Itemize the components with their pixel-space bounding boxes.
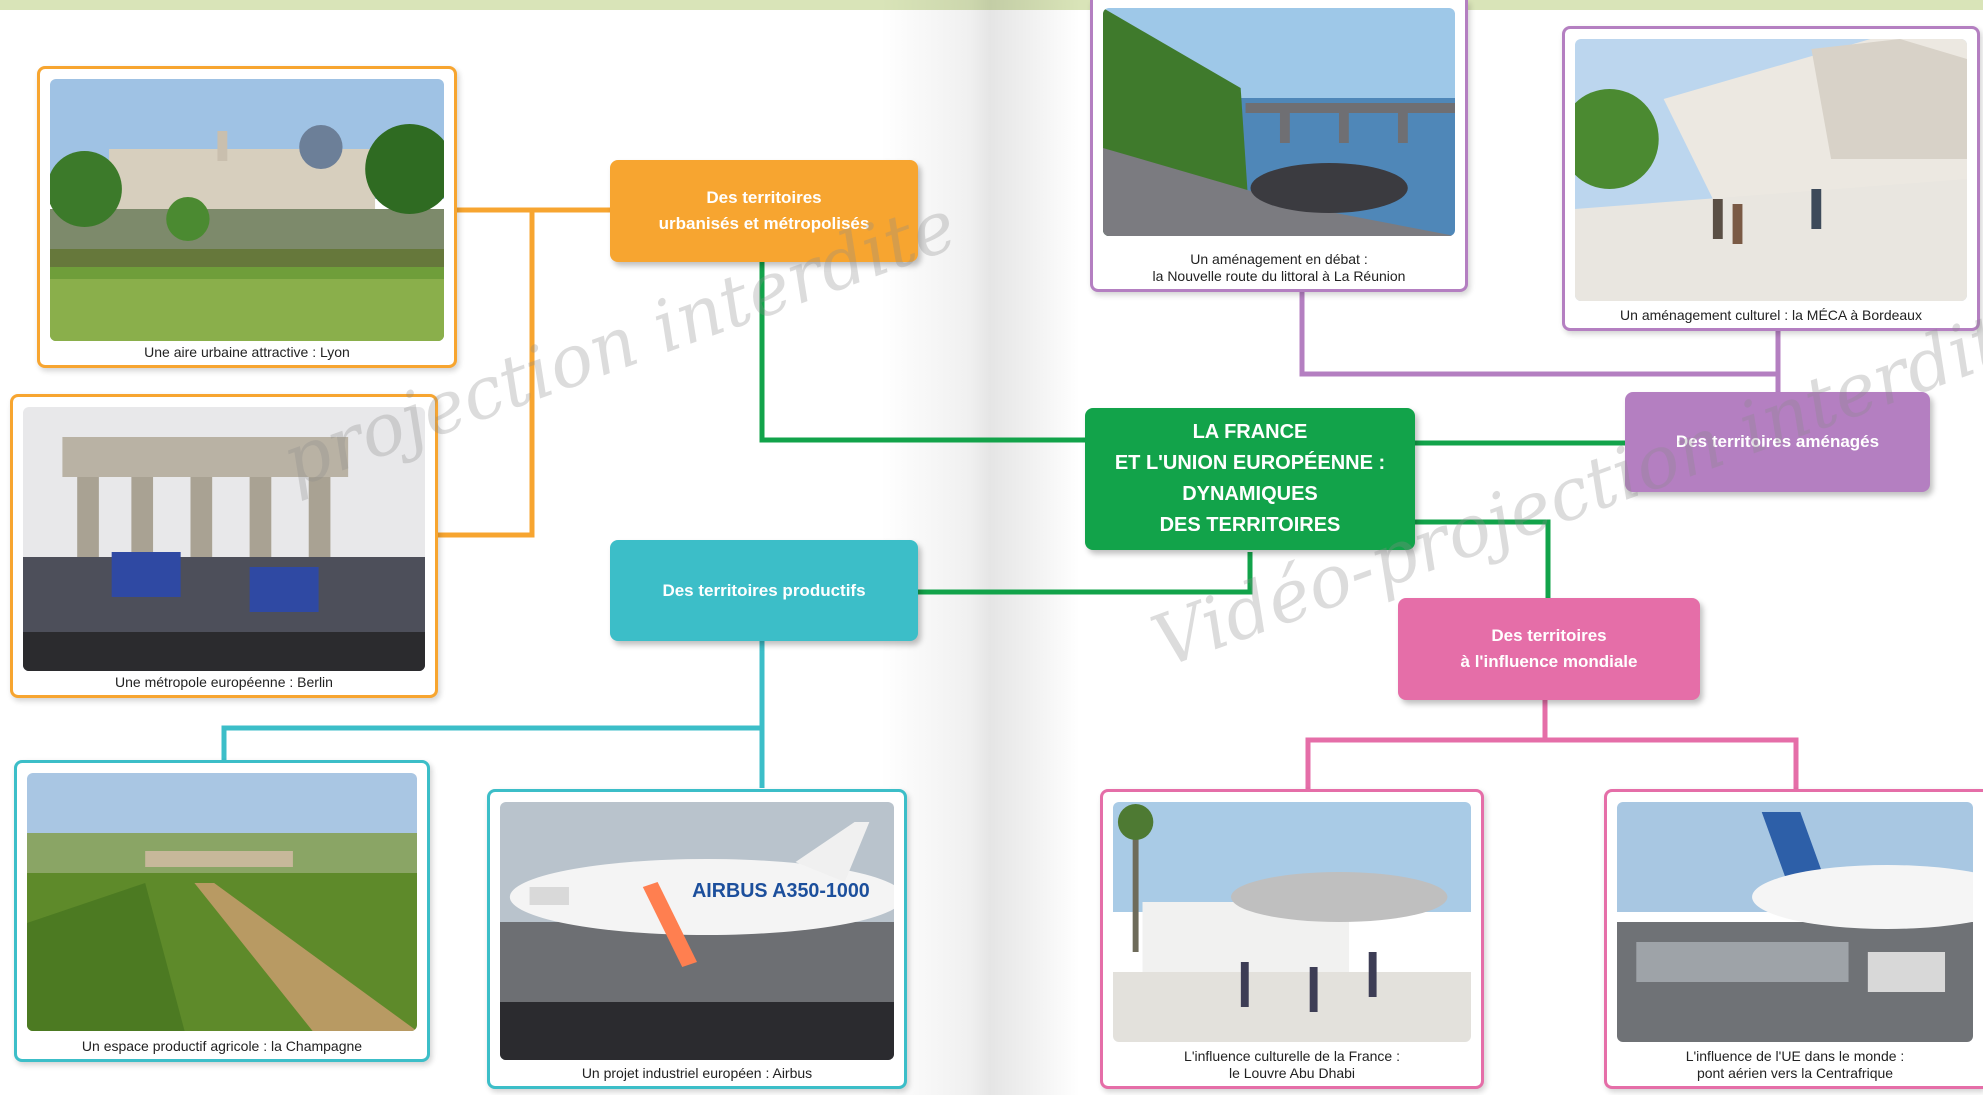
reunion-caption-line2: la Nouvelle route du littoral à La Réuni… [1152, 268, 1406, 284]
photo-card-champagne: Un espace productif agricole : la Champa… [14, 760, 430, 1062]
photo-card-airlift: L'influence de l'UE dans le monde : pont… [1604, 789, 1983, 1089]
center-line2: ET L'UNION EUROPÉENNE : [1114, 452, 1386, 474]
champagne-caption: Un espace productif agricole : la Champa… [81, 1038, 363, 1054]
top-margin-bar [0, 0, 1983, 10]
airlift-caption: L'influence de l'UE dans le monde : pont… [1611, 1048, 1979, 1082]
louvre-caption-line1: L'influence culturelle de la France : [1184, 1048, 1400, 1064]
airlift-caption-line2: pont aérien vers la Centrafrique [1696, 1065, 1894, 1081]
photo-card-louvre: L'influence culturelle de la France : le… [1100, 789, 1484, 1089]
meca-photo [1575, 39, 1967, 301]
airbus-caption: Un projet industriel européen : Airbus [581, 1065, 813, 1081]
node-amenaged-label: Des territoires aménagés [1675, 432, 1880, 451]
node-center-title: LA FRANCE ET L'UNION EUROPÉENNE : DYNAMI… [1085, 408, 1415, 550]
photo-card-meca: Un aménagement culturel : la MÉCA à Bord… [1562, 26, 1980, 331]
airbus-livery-text: AIRBUS A350-1000 [692, 880, 870, 902]
airlift-photo [1617, 802, 1973, 1042]
reunion-photo [1103, 8, 1455, 236]
berlin-caption: Une métropole européenne : Berlin [115, 674, 333, 690]
center-line3: DYNAMIQUES [1182, 483, 1318, 505]
node-urban-territories: Des territoires urbanisés et métropolisé… [610, 160, 918, 262]
champagne-photo [27, 773, 417, 1031]
meca-caption: Un aménagement culturel : la MÉCA à Bord… [1620, 307, 1922, 323]
reunion-caption-line1: Un aménagement en débat : [1190, 251, 1368, 267]
photo-card-reunion: Un aménagement en débat : la Nouvelle ro… [1090, 0, 1468, 292]
airbus-photo: AIRBUS A350-1000 [500, 802, 894, 1060]
node-urban-line2: urbanisés et métropolisés [658, 214, 870, 233]
berlin-photo [23, 407, 425, 671]
louvre-photo [1113, 802, 1471, 1042]
lyon-photo [50, 79, 444, 341]
louvre-caption-line2: le Louvre Abu Dhabi [1228, 1065, 1356, 1081]
reunion-caption: Un aménagement en débat : la Nouvelle ro… [1097, 251, 1461, 285]
center-line1: LA FRANCE [1192, 421, 1308, 443]
center-line4: DES TERRITOIRES [1159, 514, 1341, 536]
node-productive-territories: Des territoires productifs [610, 540, 918, 641]
node-amenaged-territories: Des territoires aménagés [1625, 392, 1930, 492]
louvre-caption: L'influence culturelle de la France : le… [1107, 1048, 1477, 1082]
node-urban-line1: Des territoires [706, 188, 822, 207]
node-productive-label: Des territoires productifs [662, 580, 866, 600]
node-influence-line2: à l'influence mondiale [1460, 652, 1638, 671]
photo-card-berlin: Une métropole européenne : Berlin [10, 394, 438, 698]
photo-card-lyon: Une aire urbaine attractive : Lyon [37, 66, 457, 368]
node-influence-territories: Des territoires à l'influence mondiale [1398, 598, 1700, 700]
photo-card-airbus: AIRBUS A350-1000 Un projet industriel eu… [487, 789, 907, 1089]
lyon-caption: Une aire urbaine attractive : Lyon [144, 344, 350, 360]
node-influence-line1: Des territoires [1491, 626, 1607, 645]
airlift-caption-line1: L'influence de l'UE dans le monde : [1685, 1048, 1905, 1064]
